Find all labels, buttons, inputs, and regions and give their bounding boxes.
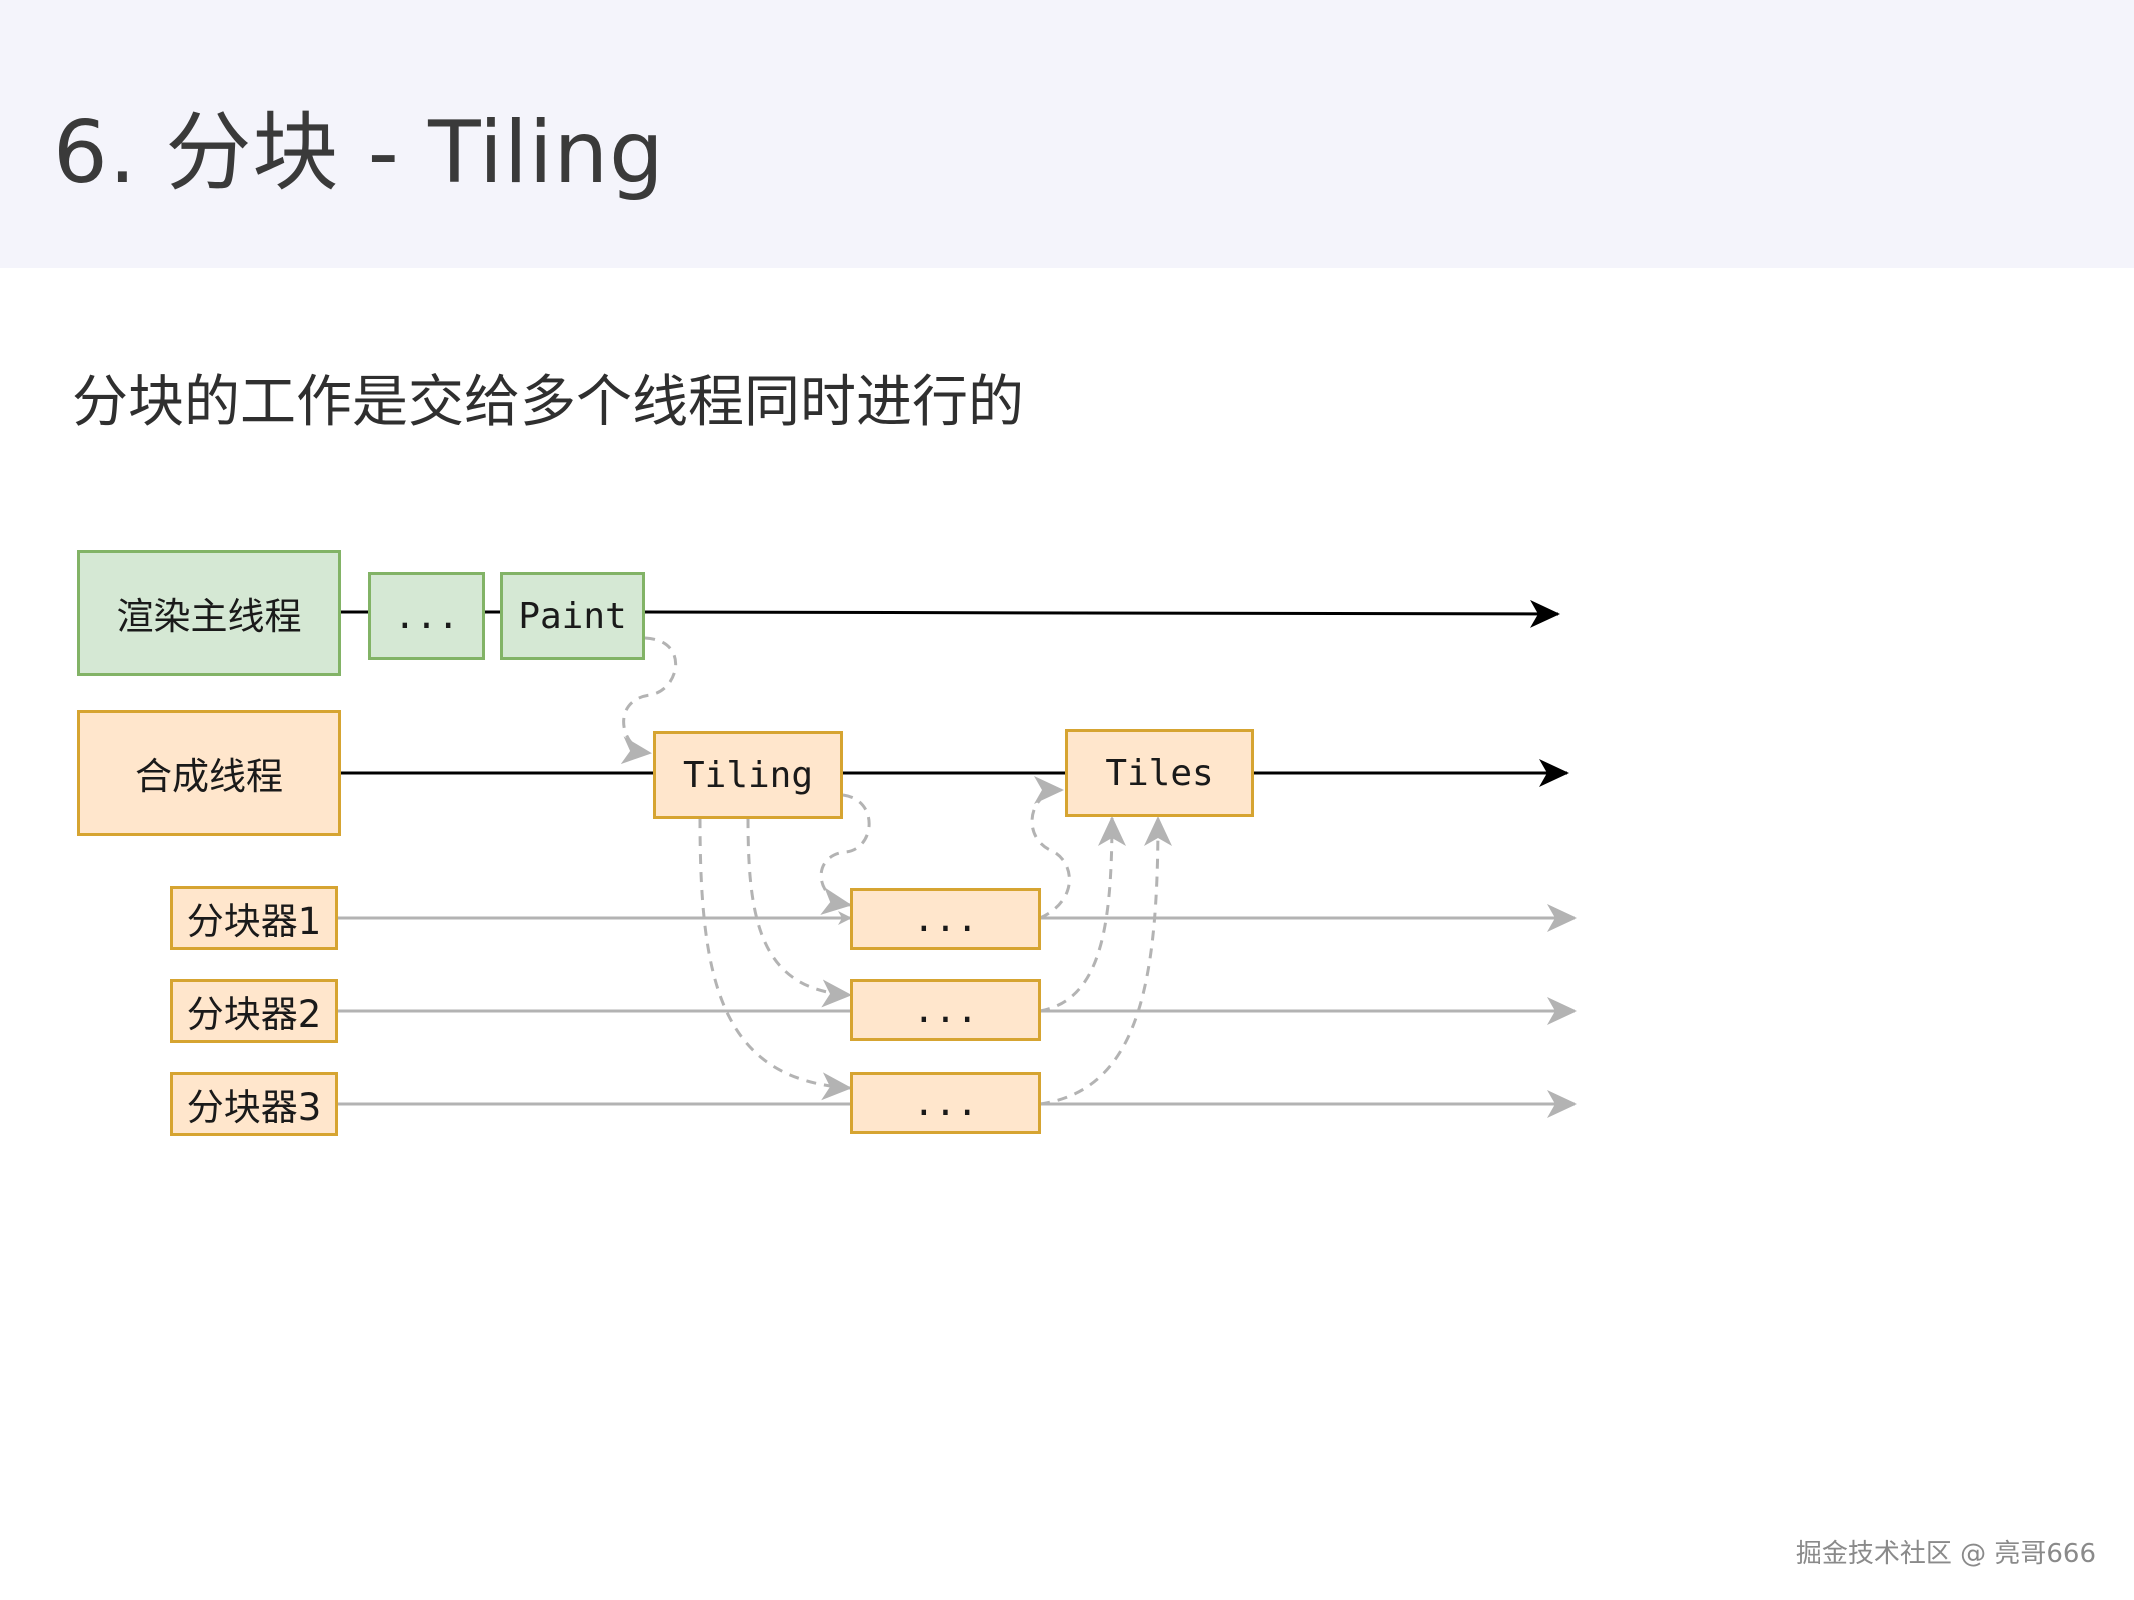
- tiling-step: Tiling: [653, 731, 843, 819]
- tiler2-label: 分块器2: [170, 979, 338, 1043]
- tiler3-label-text: 分块器3: [186, 1086, 322, 1129]
- tiler2-task-text: ...: [912, 989, 979, 1031]
- paint-step-text: Paint: [518, 595, 627, 637]
- compositor-thread-label: 合成线程: [77, 710, 341, 836]
- tiler2-label-text: 分块器2: [186, 993, 322, 1036]
- paint-to-tiling-connector: [620, 636, 678, 765]
- tiler3-task: ...: [850, 1072, 1041, 1134]
- tiler1-label-text: 分块器1: [186, 900, 322, 943]
- tiles-step-text: Tiles: [1105, 752, 1214, 794]
- tiler2-task: ...: [850, 979, 1041, 1041]
- page-subtitle: 分块的工作是交给多个线程同时进行的: [72, 370, 1024, 435]
- tiler1-task-text: ...: [912, 898, 979, 940]
- tiling-to-tiler1-connector: [819, 793, 871, 915]
- paint-step: Paint: [500, 572, 645, 660]
- tiling-to-tiler3-connector: [698, 817, 852, 1101]
- tiler3-label: 分块器3: [170, 1072, 338, 1136]
- main-thread-timeline-arrow: [642, 599, 1560, 628]
- main-thread-label-text: 渲染主线程: [116, 595, 302, 638]
- main-ellipsis-step: ...: [368, 572, 485, 660]
- watermark: 掘金技术社区 @ 亮哥666: [1795, 1539, 2096, 1569]
- slide-header: 6. 分块 - Tiling: [0, 0, 2134, 268]
- tiler2-to-tiles-connector: [1039, 816, 1126, 1013]
- main-thread-label: 渲染主线程: [77, 550, 341, 676]
- tiler3-to-tiles-connector: [1039, 816, 1172, 1106]
- tiles-step: Tiles: [1065, 729, 1254, 817]
- tiler1-label: 分块器1: [170, 886, 338, 950]
- tiler1-to-tiles-connector: [1030, 776, 1071, 920]
- tiler3-task-text: ...: [912, 1082, 979, 1124]
- main-ellipsis-step-text: ...: [393, 595, 460, 637]
- tiling-to-tiler2-connector: [746, 817, 852, 1008]
- compositor-thread-label-text: 合成线程: [135, 755, 283, 798]
- tiler1-task: ...: [850, 888, 1041, 950]
- tiling-step-text: Tiling: [682, 754, 814, 796]
- page-title: 6. 分块 - Tiling: [53, 103, 665, 203]
